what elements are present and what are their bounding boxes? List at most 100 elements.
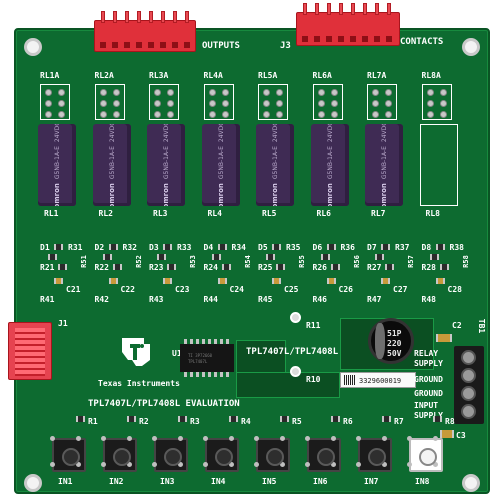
relay-footprint-pad	[167, 111, 174, 118]
capacitor	[217, 278, 227, 284]
resistor	[167, 264, 176, 270]
relay-model: G5NB-1A-E	[108, 146, 116, 180]
relay-model: G5NB-1A-E	[217, 146, 225, 180]
relay-marking: omron G5NB-1A-E 24VDC	[217, 124, 225, 206]
relay-top-label: RL7A	[367, 71, 387, 80]
input-pushbutton[interactable]	[50, 436, 86, 472]
input-pushbutton[interactable]	[101, 436, 137, 472]
supply-terminal-block	[454, 346, 484, 424]
relay-footprint-pad	[317, 89, 325, 96]
resistor-label: R55	[297, 255, 306, 268]
resistor-label: R22	[94, 263, 109, 272]
relay-footprint-pad	[208, 100, 216, 107]
input-resistor	[280, 416, 289, 422]
input-pushbutton[interactable]	[254, 436, 290, 472]
contacts-label: CONTACTS	[400, 37, 444, 47]
relay-voltage: 24VDC	[54, 124, 61, 143]
mounting-hole-bottom-left	[24, 474, 42, 492]
resistor	[320, 254, 330, 260]
relay-body: omronG5NB-1A-E24VDC	[310, 124, 349, 206]
relay-marking: omronG5NB-1A-E24VDC	[108, 124, 116, 206]
input-button-label: IN8	[415, 477, 430, 486]
input-pushbutton[interactable]	[305, 436, 341, 472]
diode	[217, 244, 227, 250]
ic-marking-line2: TPL7407L	[188, 359, 208, 364]
relay-model: G5NB-1A-E	[54, 146, 61, 180]
relay-footprint-pad	[426, 111, 434, 118]
ic-pin	[190, 372, 193, 377]
button-lead	[152, 462, 157, 467]
diode	[435, 244, 445, 250]
relay-bottom-label: RL2	[98, 209, 113, 218]
button-lead	[254, 436, 259, 441]
resistor-label: R57	[406, 255, 415, 268]
input-button-label: IN2	[109, 477, 124, 486]
capacitor	[381, 278, 390, 284]
button-lead	[203, 462, 208, 467]
input-pushbutton[interactable]	[356, 436, 392, 472]
relay-footprint-pad	[385, 111, 392, 118]
resistor-label: R38	[449, 243, 464, 252]
relay-footprint-pad	[208, 89, 216, 96]
resistor-label: R51	[79, 255, 88, 268]
input-pushbutton[interactable]	[152, 436, 188, 472]
input-button-label: IN1	[58, 477, 73, 486]
capacitor-label: C26	[338, 285, 353, 294]
button-lead	[127, 462, 132, 467]
relay-marking: omronG5NB-1A-E24VDC	[380, 124, 388, 206]
relay-footprint	[94, 84, 125, 120]
resistor-label: R26	[312, 263, 327, 272]
ic-pin	[208, 339, 211, 344]
capacitor-c2	[436, 334, 452, 342]
button-lead	[254, 462, 259, 467]
relay-footprint-pad	[276, 111, 283, 118]
relay-footprint-pad	[330, 100, 338, 107]
relay-voltage: 24VDC	[381, 124, 388, 143]
capacitor	[163, 278, 172, 284]
input-button-label: IN3	[160, 477, 175, 486]
relay-body: omronG5NB-1A-E24VDC	[256, 124, 294, 206]
button-lead	[178, 436, 183, 441]
capacitor-label: C25	[284, 285, 299, 294]
relay-footprint-pad	[154, 100, 161, 107]
relay-voltage: 24VDC	[217, 124, 225, 143]
button-lead	[407, 436, 412, 441]
ic-pin	[184, 339, 187, 344]
relay-footprint-pad	[58, 111, 65, 118]
relay-brand: omron	[380, 183, 388, 206]
ic-marking-line1: TI 3P72660	[188, 353, 213, 358]
relay-footprint-pad	[426, 100, 434, 107]
relay-brand: omron	[216, 183, 225, 206]
resistor	[276, 264, 285, 270]
barcode-text: 3329600019	[359, 377, 402, 385]
mounting-hole-top-right	[462, 38, 480, 56]
resistor	[157, 254, 166, 260]
button-lead	[101, 462, 106, 467]
input-resistor-label: R8	[445, 417, 455, 426]
contacts-header-connector	[296, 3, 400, 46]
input-pushbutton[interactable]	[407, 436, 443, 472]
button-lead	[280, 462, 285, 467]
relay-marking: omronG5NB-1A-E24VDC	[53, 124, 61, 206]
ic-pin	[220, 372, 223, 377]
serial-barcode-sticker: 3329600019	[340, 372, 416, 388]
driver-ic-u1: TI 3P72660 TPL7407L	[180, 339, 234, 377]
relay-voltage: 24VDC	[163, 124, 170, 143]
button-lead	[280, 436, 285, 441]
relay-marking: omronG5NB-1A-E24VDC	[271, 124, 279, 206]
relay-footprint-pad	[99, 100, 107, 107]
resistor-label: R21	[40, 263, 55, 272]
relay-bottom-label: RL6	[316, 209, 331, 218]
relay-footprint-pad	[317, 111, 325, 118]
input-resistor-label: R3	[190, 417, 200, 426]
mounting-hole-top-left	[24, 38, 42, 56]
resistor-label: R54	[243, 255, 252, 268]
input-resistor	[76, 416, 85, 422]
input-header-connector-j1	[8, 322, 52, 380]
button-lead	[127, 436, 132, 441]
relay-footprint-pad	[154, 89, 161, 96]
terminal-screw-3	[461, 386, 476, 401]
input-pushbutton[interactable]	[203, 436, 239, 472]
resistor-label: R36	[340, 243, 355, 252]
relay-footprint-pad	[45, 100, 52, 107]
